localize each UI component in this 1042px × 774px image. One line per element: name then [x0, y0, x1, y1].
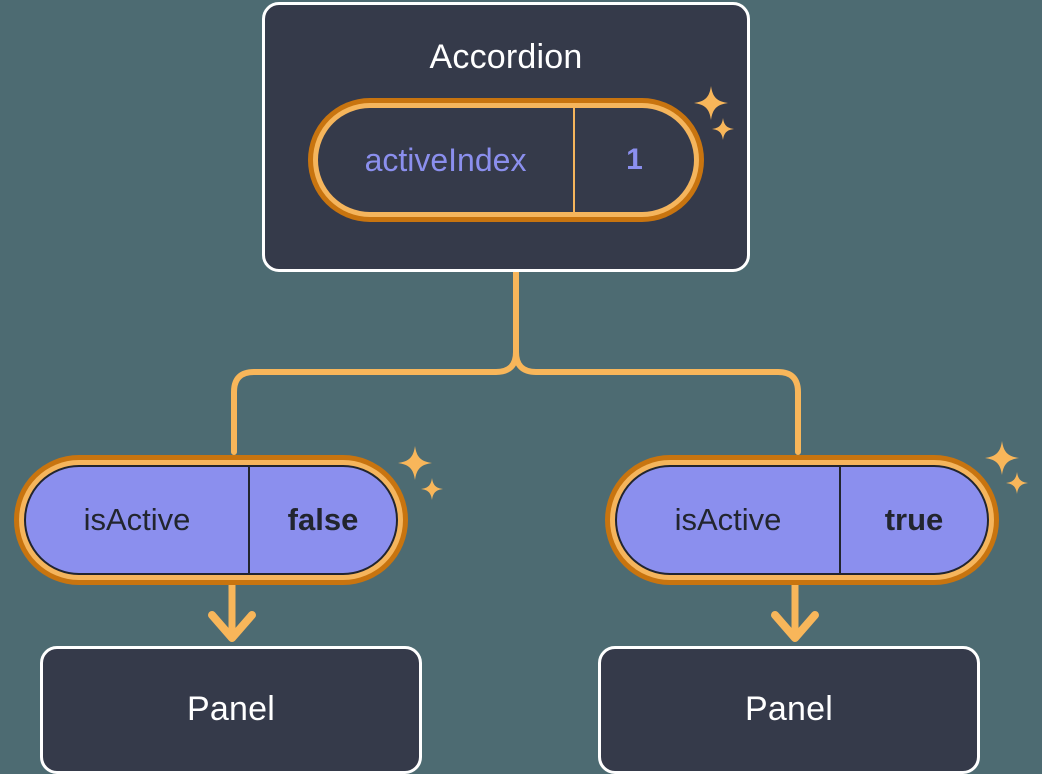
sparkle-icon-small: [421, 478, 443, 500]
pill-body: isActive true: [615, 465, 989, 575]
pill-body: isActive false: [24, 465, 398, 575]
state-key-active-index: activeIndex: [364, 141, 527, 178]
state-key-is-active-left: isActive: [83, 502, 191, 537]
pill-inner-ring: isActive true: [610, 460, 994, 580]
state-value-is-active-left: false: [248, 467, 396, 573]
component-title-panel-left: Panel: [187, 690, 275, 728]
pill-inner-ring: isActive false: [19, 460, 403, 580]
sparkle-icon-small: [1006, 472, 1028, 494]
component-card-panel-right[interactable]: Panel: [598, 646, 980, 774]
state-value-is-active-right: true: [839, 467, 987, 573]
component-title-panel-right: Panel: [745, 690, 833, 728]
arrow-head-right: [771, 611, 819, 642]
connector-root-to-right: [513, 269, 801, 455]
state-value-active-index: 1: [573, 108, 694, 212]
sparkle-icon: [398, 446, 432, 480]
state-pill-is-active-false[interactable]: isActive false: [14, 455, 408, 585]
pill-body: activeIndex 1: [318, 108, 694, 212]
connector-root-to-left: [231, 269, 519, 455]
pill-inner-ring: activeIndex 1: [313, 103, 699, 217]
state-key-is-active-right: isActive: [674, 502, 782, 537]
state-pill-is-active-true[interactable]: isActive true: [605, 455, 999, 585]
arrow-head-left: [208, 611, 256, 642]
component-title-accordion: Accordion: [429, 38, 583, 76]
sparkle-icon: [985, 441, 1019, 475]
component-card-panel-left[interactable]: Panel: [40, 646, 422, 774]
state-pill-active-index[interactable]: activeIndex 1: [308, 98, 704, 222]
